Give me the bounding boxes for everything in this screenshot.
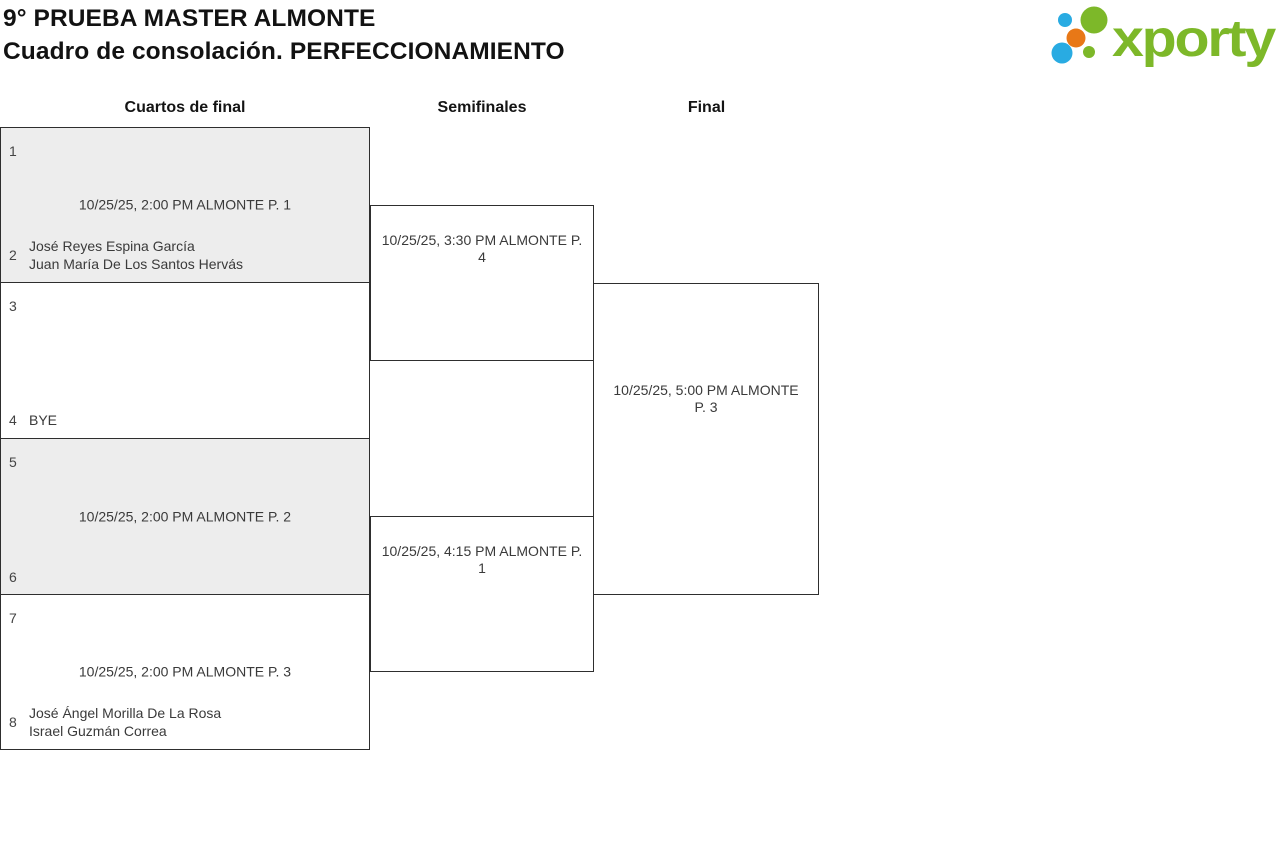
logo-dot-green-large-icon <box>1080 6 1108 34</box>
seed-number: 3 <box>9 298 17 314</box>
match-slot: 3 <box>1 283 369 314</box>
match-semifinal-2[interactable]: 10/25/25, 4:15 PM ALMONTE P. 1 <box>370 516 594 672</box>
page-subtitle: Cuadro de consolación. PERFECCIONAMIENTO <box>3 38 565 65</box>
pair-names: José Reyes Espina García Juan María De L… <box>29 237 243 273</box>
xporty-logo[interactable]: xporty <box>1046 2 1280 72</box>
match-slot: 2 José Reyes Espina García Juan María De… <box>1 237 369 282</box>
match-quarterfinal-3[interactable]: 5 10/25/25, 2:00 PM ALMONTE P. 2 6 <box>0 438 370 595</box>
match-slot: 7 <box>1 595 369 626</box>
player-name: José Reyes Espina García <box>29 238 195 254</box>
pair-names: José Ángel Morilla De La Rosa Israel Guz… <box>29 704 221 740</box>
match-info: 10/25/25, 5:00 PM ALMONTE P. 3 <box>613 382 799 415</box>
match-slot: 4 BYE <box>1 411 369 438</box>
match-info: 10/25/25, 4:15 PM ALMONTE P. 1 <box>381 543 583 576</box>
logo-wordmark: xporty <box>1112 10 1276 68</box>
match-quarterfinal-1[interactable]: 1 10/25/25, 2:00 PM ALMONTE P. 1 2 José … <box>0 127 370 283</box>
seed-number: 8 <box>9 714 17 730</box>
match-final[interactable]: 10/25/25, 5:00 PM ALMONTE P. 3 <box>593 283 819 595</box>
match-info: 10/25/25, 3:30 PM ALMONTE P. 4 <box>381 232 583 265</box>
round-header-cuartos: Cuartos de final <box>124 99 246 116</box>
match-info: 10/25/25, 2:00 PM ALMONTE P. 3 <box>78 663 292 680</box>
seed-number: 2 <box>9 247 17 263</box>
match-slot: 5 <box>1 439 369 470</box>
page-header: 9° PRUEBA MASTER ALMONTE Cuadro de conso… <box>3 2 565 68</box>
match-quarterfinal-2[interactable]: 3 4 BYE <box>0 282 370 439</box>
seed-number: 4 <box>9 412 17 428</box>
page-title: 9° PRUEBA MASTER ALMONTE <box>3 5 376 32</box>
logo-dot-green-small-icon <box>1083 46 1095 58</box>
match-info: 10/25/25, 2:00 PM ALMONTE P. 2 <box>78 508 292 524</box>
match-info: 10/25/25, 2:00 PM ALMONTE P. 1 <box>78 196 292 213</box>
player-name: José Ángel Morilla De La Rosa <box>29 705 222 721</box>
match-slot: 8 José Ángel Morilla De La Rosa Israel G… <box>1 704 369 749</box>
round-header-semifinales: Semifinales <box>437 99 527 116</box>
logo-dot-blue-small-icon <box>1058 13 1072 27</box>
match-quarterfinal-4[interactable]: 7 10/25/25, 2:00 PM ALMONTE P. 3 8 José … <box>0 594 370 750</box>
player-name: BYE <box>29 412 58 428</box>
seed-number: 6 <box>9 569 17 585</box>
logo-dot-orange-icon <box>1066 28 1086 48</box>
logo-dot-blue-large-icon <box>1051 42 1073 64</box>
match-slot: 1 <box>1 128 369 159</box>
player-name: Israel Guzmán Correa <box>29 723 167 739</box>
seed-number: 7 <box>9 610 17 626</box>
player-name: Juan María De Los Santos Hervás <box>29 256 243 272</box>
match-slot: 6 <box>1 569 369 594</box>
match-semifinal-1[interactable]: 10/25/25, 3:30 PM ALMONTE P. 4 <box>370 205 594 361</box>
pair-names: BYE <box>29 411 57 429</box>
xporty-logo-icon: xporty <box>1051 6 1278 68</box>
seed-number: 5 <box>9 454 17 470</box>
round-header-final: Final <box>687 99 726 116</box>
seed-number: 1 <box>9 143 17 159</box>
